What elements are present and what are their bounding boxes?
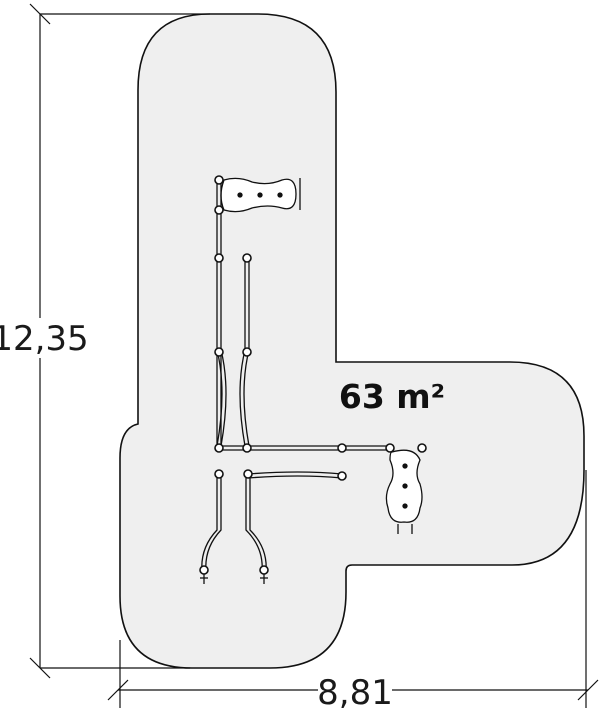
bolt-dot	[237, 192, 243, 198]
bolt-dot	[277, 192, 283, 198]
width-label-bg	[318, 672, 392, 710]
area-label: 63 m²	[339, 377, 445, 416]
bolt-dot	[257, 192, 263, 198]
bolt-dot	[402, 503, 408, 509]
height-label: 12,35	[0, 319, 89, 359]
bolt-dot	[402, 483, 408, 489]
bolt-dot	[402, 463, 408, 469]
joint-nodes	[199, 175, 427, 575]
width-label: 8,81	[317, 673, 393, 713]
safety-zone-outline	[119, 13, 585, 669]
height-label-bg	[0, 318, 82, 358]
end-caps	[200, 574, 268, 584]
play-equipment	[199, 175, 427, 584]
